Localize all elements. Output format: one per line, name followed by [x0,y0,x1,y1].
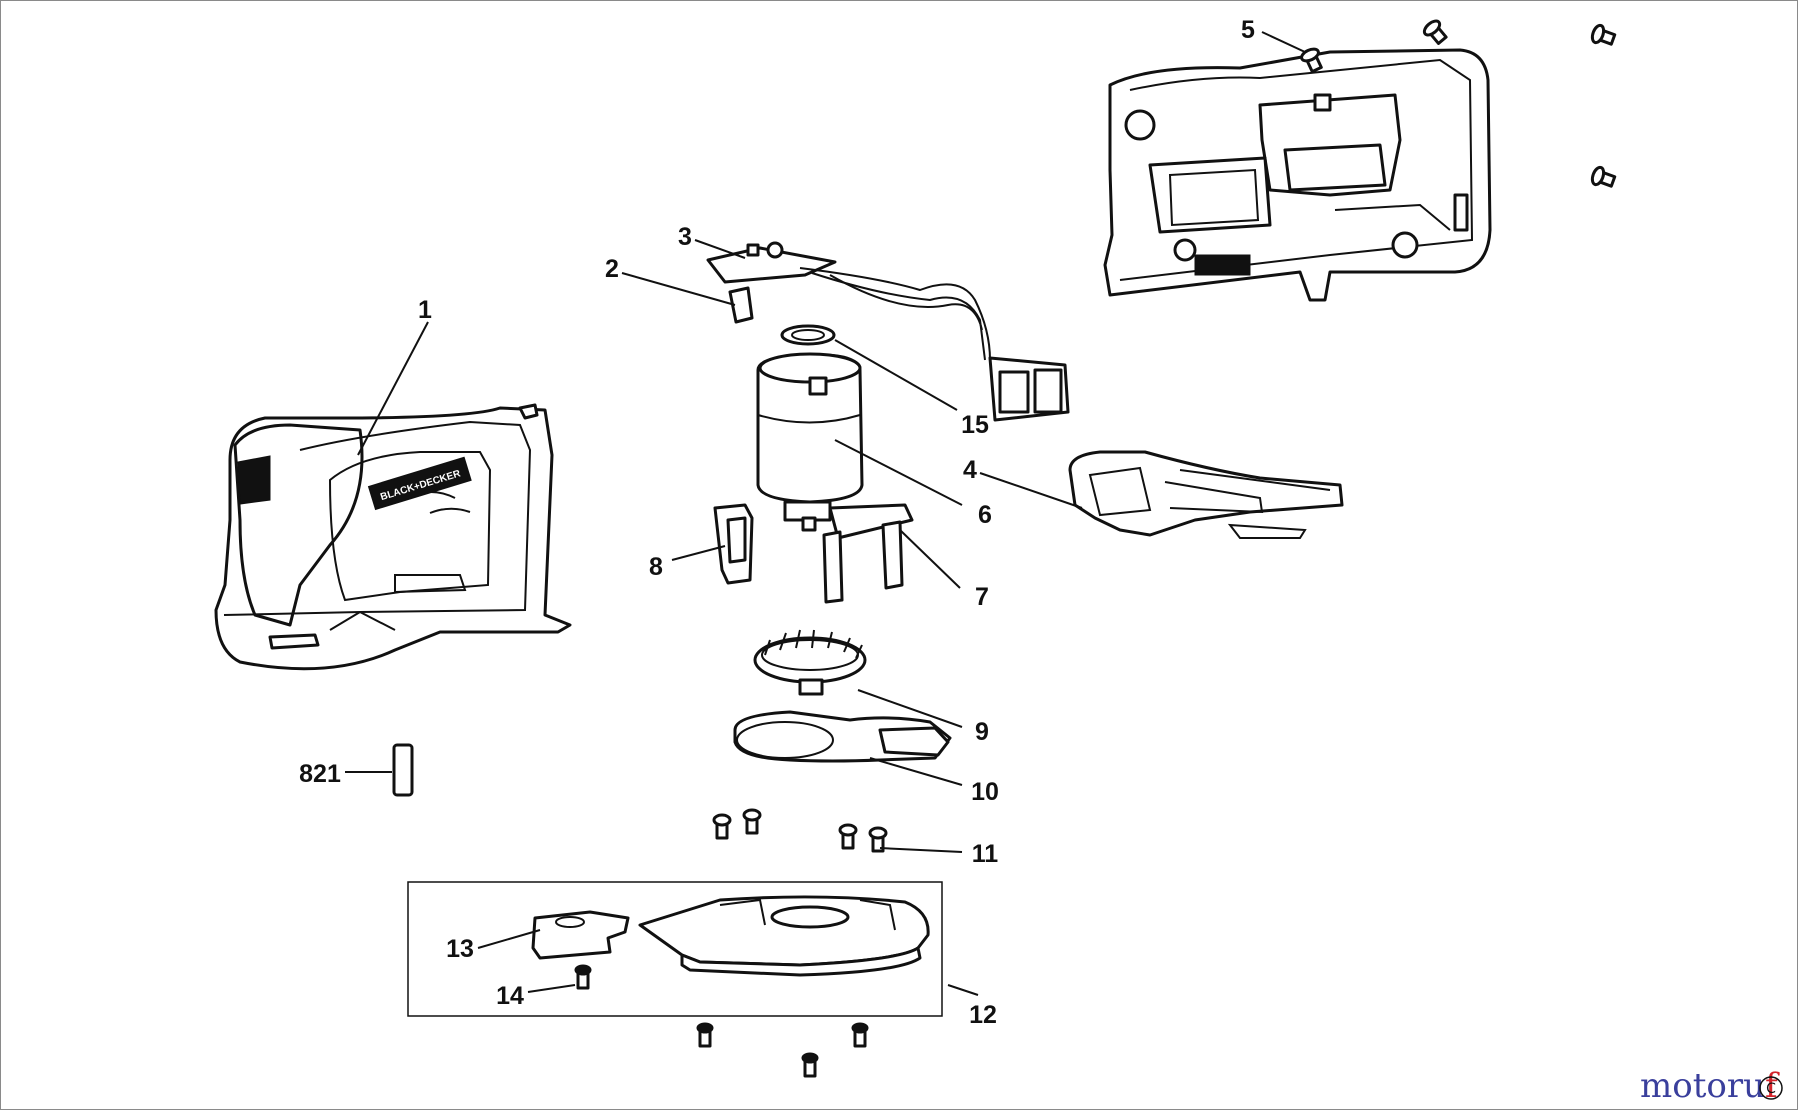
part-5-housing-half-right [1103,48,1492,302]
part-1-housing-half: BLACK+DECKER [214,403,572,671]
svg-text:motoruf: motoruf [1640,1066,1780,1106]
callout-11: 11 [972,840,999,868]
part-10-dust-port [733,710,952,763]
part-821-label [392,743,414,797]
callout-7: 7 [975,583,989,611]
part-15-ring [780,324,836,346]
part-12-box [407,881,943,1017]
part-11-screws [712,808,888,853]
callout-3: 3 [678,223,692,251]
callout-2: 2 [605,255,619,283]
watermark-text-a: motoru [1640,1066,1765,1106]
part-2-switch-actuator [728,286,754,324]
callout-labels: 1 2 3 4 5 6 7 8 9 10 11 12 13 14 15 821 [299,16,1255,1029]
callout-10: 10 [971,778,999,806]
callout-6: 6 [978,501,992,529]
callout-14: 14 [496,982,524,1010]
callout-821: 821 [299,760,341,788]
watermark-circle [1759,1076,1783,1100]
part-3-switch-board [706,241,837,284]
screws-base [696,1022,869,1078]
screws-housing [1300,19,1617,188]
part-14-screw [574,964,592,990]
callout-5: 5 [1241,16,1255,44]
black-decker-logo-plate [367,456,472,511]
callout-12: 12 [969,1001,997,1029]
callout-8: 8 [649,553,663,581]
callout-15: 15 [961,411,989,439]
watermark: motoruf C [1640,1066,1783,1106]
wire-harness [799,267,991,361]
callout-13: 13 [446,935,474,963]
part-13-clamp [531,910,630,960]
wire-connector-block [988,356,1070,422]
part-9-fan [753,629,867,696]
part-6-motor [756,352,864,532]
callout-9: 9 [975,718,989,746]
leader-lines [345,31,1306,996]
callout-1: 1 [418,296,432,324]
watermark-text-b: f [1765,1066,1780,1106]
part-12-base-pad [638,895,930,977]
part-8-brush-holder [713,503,754,585]
part-4-handle-clip [1068,450,1344,539]
part-7-brush-bridge [822,503,914,604]
callout-4: 4 [963,456,977,484]
watermark-suffix: C [1766,1081,1776,1097]
